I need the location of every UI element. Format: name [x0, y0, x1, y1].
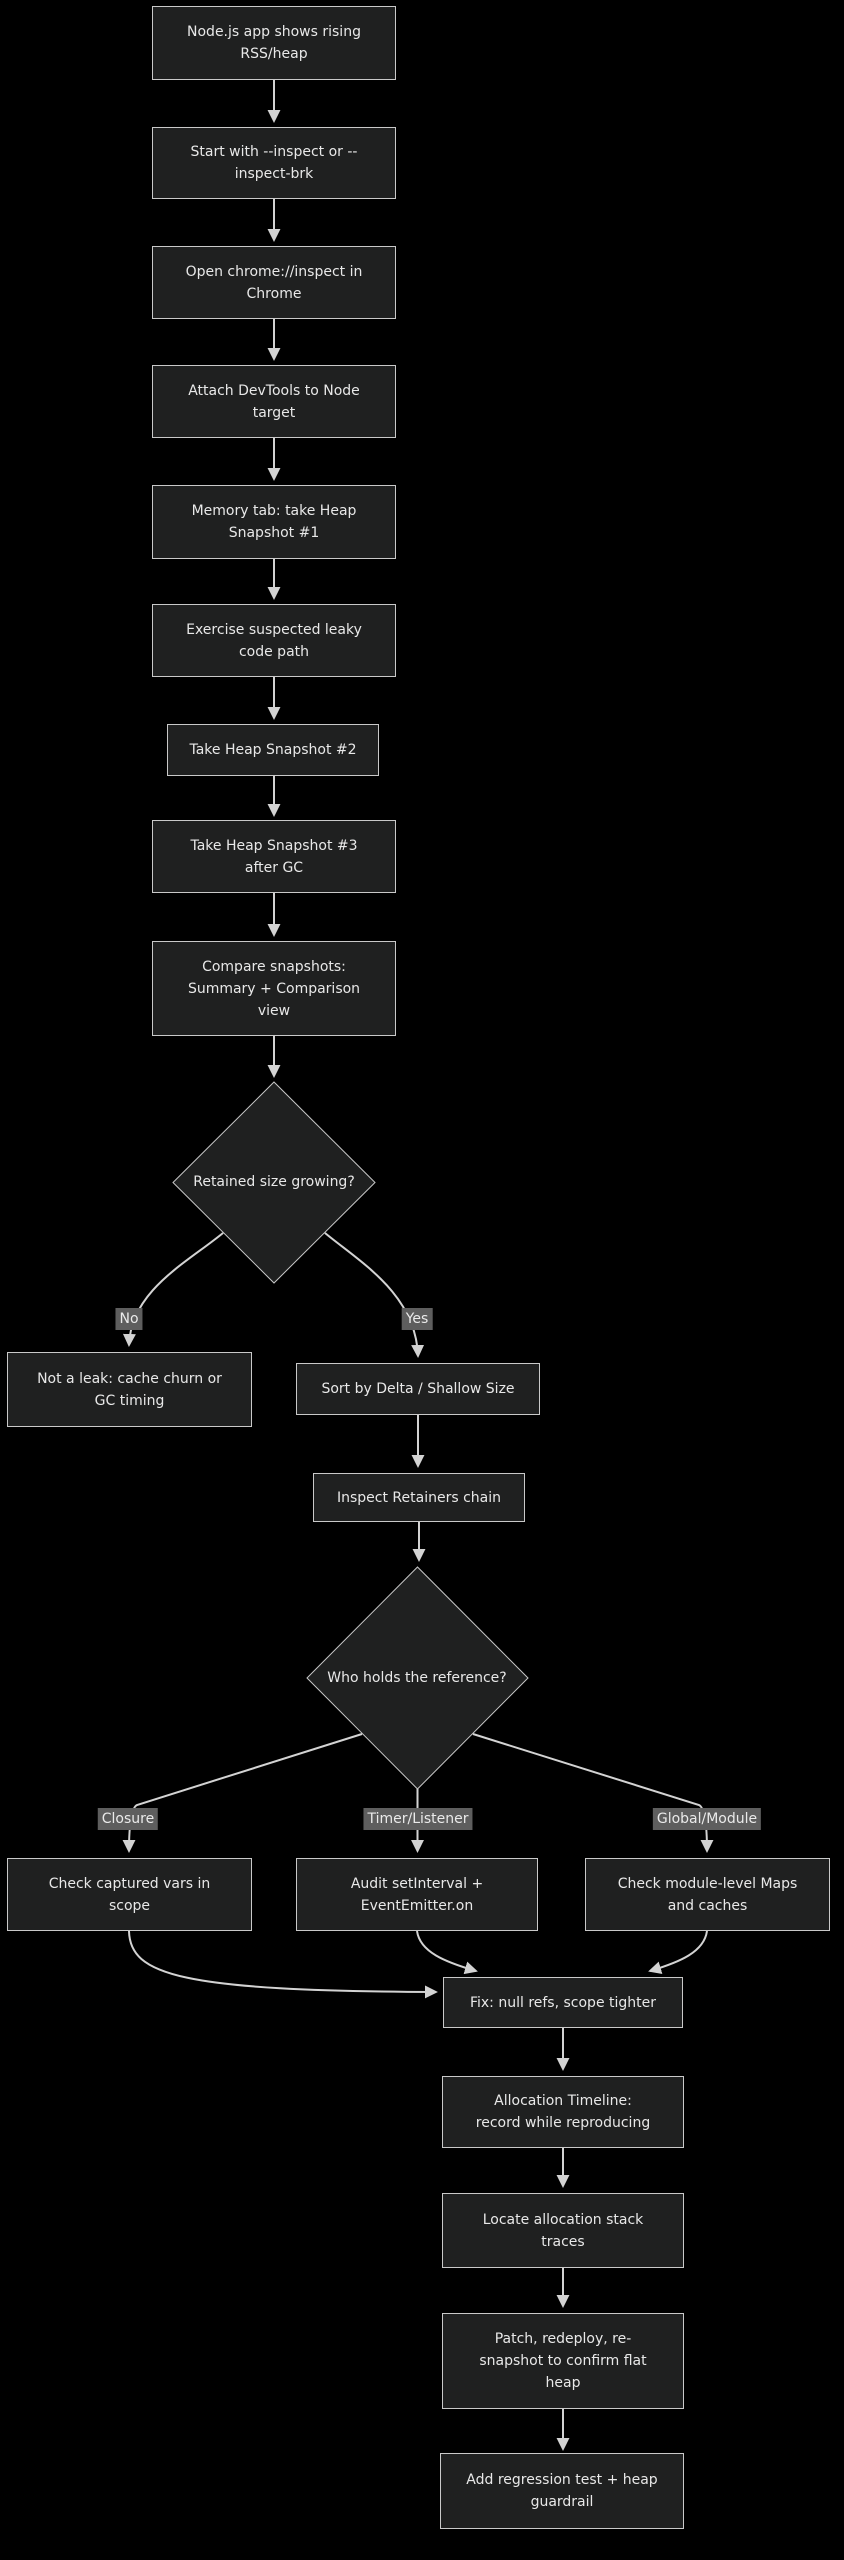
node-label: Patch, redeploy, re- snapshot to confirm…: [479, 2331, 647, 2391]
node-allocation-timeline: Allocation Timeline: record while reprod…: [442, 2076, 684, 2148]
node-heap-snapshot-3: Take Heap Snapshot #3 after GC: [152, 820, 396, 893]
edge-label-timer-listener: Timer/Listener: [363, 1808, 473, 1830]
node-label: Open chrome://inspect in Chrome: [185, 263, 363, 302]
node-audit-setinterval: Audit setInterval + EventEmitter.on: [296, 1858, 538, 1931]
edge-retained-no: [122, 1232, 224, 1347]
edge-global-to-fix: [648, 1930, 708, 1975]
node-exercise-leaky-path: Exercise suspected leaky code path: [152, 604, 396, 677]
node-label: Attach DevTools to Node target: [188, 382, 360, 421]
node-label: Check captured vars in scope: [48, 1875, 211, 1914]
node-check-module-maps: Check module-level Maps and caches: [585, 1858, 830, 1931]
node-retained-size-growing: Retained size growing?: [193, 1174, 355, 1190]
node-label: Add regression test + heap guardrail: [466, 2472, 658, 2510]
node-heap-snapshot-2: Take Heap Snapshot #2: [167, 724, 379, 776]
node-label: Take Heap Snapshot #3 after GC: [190, 837, 358, 876]
node-label: Start with --inspect or -- inspect-brk: [190, 144, 358, 182]
decision-diamond-who-holds: [306, 1566, 529, 1790]
node-inspect-retainers: Inspect Retainers chain: [313, 1473, 525, 1522]
node-label: Exercise suspected leaky code path: [186, 621, 362, 660]
node-rss-heap-rising: Node.js app shows rising RSS/heap: [152, 6, 396, 80]
node-sort-by-delta: Sort by Delta / Shallow Size: [296, 1363, 540, 1415]
edge-timer-to-fix: [416, 1930, 478, 1975]
node-check-captured-vars: Check captured vars in scope: [7, 1858, 252, 1931]
node-label: Allocation Timeline: record while reprod…: [475, 2093, 651, 2131]
node-attach-devtools: Attach DevTools to Node target: [152, 365, 396, 438]
node-label: Take Heap Snapshot #2: [189, 742, 357, 758]
node-label: Audit setInterval + EventEmitter.on: [350, 1875, 484, 1914]
node-patch-redeploy: Patch, redeploy, re- snapshot to confirm…: [442, 2313, 684, 2409]
node-label: Sort by Delta / Shallow Size: [321, 1381, 515, 1397]
edge-label-global-module: Global/Module: [652, 1808, 762, 1830]
node-locate-allocation-stacks: Locate allocation stack traces: [442, 2193, 684, 2268]
node-add-regression-test: Add regression test + heap guardrail: [440, 2453, 684, 2529]
node-fix-null-refs: Fix: null refs, scope tighter: [443, 1977, 683, 2028]
node-start-inspect-flag: Start with --inspect or -- inspect-brk: [152, 127, 396, 199]
edge-whoholds-closure: [122, 1733, 363, 1853]
node-label: Not a leak: cache churn or GC timing: [37, 1370, 222, 1409]
node-open-chrome-inspect: Open chrome://inspect in Chrome: [152, 246, 396, 319]
edge-label-no: No: [115, 1308, 143, 1330]
node-label: Locate allocation stack traces: [482, 2211, 644, 2250]
node-heap-snapshot-1: Memory tab: take Heap Snapshot #1: [152, 485, 396, 559]
edge-closure-to-fix: [128, 1930, 438, 1999]
node-label: Fix: null refs, scope tighter: [469, 1994, 657, 2011]
edge-whoholds-global: [472, 1733, 714, 1853]
node-label: Check module-level Maps and caches: [617, 1875, 798, 1914]
node-label: Compare snapshots: Summary + Comparison …: [187, 958, 361, 1019]
node-not-a-leak: Not a leak: cache churn or GC timing: [7, 1352, 252, 1427]
edge-label-yes: Yes: [401, 1308, 433, 1330]
node-label: Inspect Retainers chain: [336, 1489, 501, 1506]
node-label: Memory tab: take Heap Snapshot #1: [191, 503, 357, 541]
edge-retained-yes: [324, 1232, 425, 1358]
node-label: Node.js app shows rising RSS/heap: [187, 24, 361, 62]
node-who-holds-reference: Who holds the reference?: [327, 1670, 507, 1686]
decision-diamond-retained-size: [172, 1081, 376, 1284]
node-compare-snapshots: Compare snapshots: Summary + Comparison …: [152, 941, 396, 1036]
edge-label-closure: Closure: [97, 1808, 159, 1830]
